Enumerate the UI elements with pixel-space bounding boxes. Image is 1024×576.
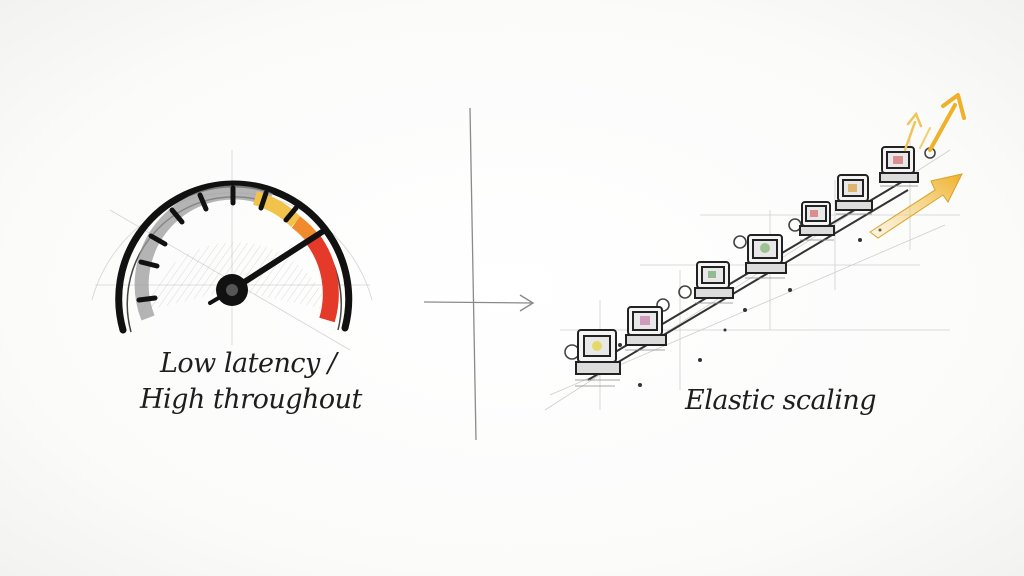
growth-arrows-icon <box>869 93 966 239</box>
speedometer-icon <box>91 150 373 351</box>
latency-label: Low latency / <box>160 348 337 379</box>
server-chain-icon <box>544 140 960 411</box>
throughput-label: High throughout <box>140 384 362 415</box>
divider-line <box>469 107 477 441</box>
flow-arrow-icon <box>423 294 535 312</box>
scaling-label: Elastic scaling <box>685 385 877 416</box>
